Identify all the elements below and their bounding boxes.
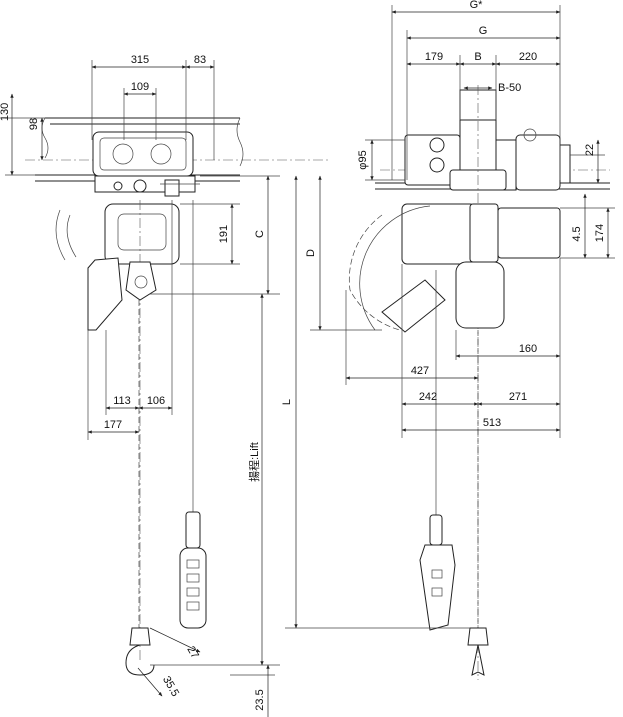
dim-177: 177 — [104, 419, 122, 431]
dim-d: D — [305, 249, 317, 257]
dim-174: 174 — [594, 224, 606, 242]
dim-220: 220 — [519, 51, 537, 63]
dim-109: 109 — [131, 81, 149, 93]
side-dimensions: G* G 179 B 220 B-50 φ95 22 4.5 — [281, 0, 615, 629]
dim-35-5: 35.5 — [160, 674, 181, 699]
side-hoist-body — [349, 203, 561, 333]
dim-c: C — [254, 230, 266, 238]
dim-lift: 揚程:Lift — [248, 442, 261, 482]
dim-427: 427 — [411, 365, 429, 377]
dim-160: 160 — [519, 343, 537, 355]
front-hook-block — [125, 261, 157, 301]
dim-130: 130 — [0, 103, 11, 121]
dim-phi95: φ95 — [357, 150, 369, 169]
dim-b: B — [474, 51, 481, 63]
dim-83: 83 — [194, 54, 206, 66]
dim-23-5: 23.5 — [254, 689, 266, 710]
dim-g-star: G* — [470, 0, 484, 11]
side-trolley — [404, 85, 571, 680]
dim-271: 271 — [509, 391, 527, 403]
front-trolley — [92, 131, 200, 197]
front-bottom-hook — [125, 627, 155, 676]
dim-27: 27 — [184, 644, 201, 661]
front-pendant-switch — [179, 511, 207, 629]
dim-22: 22 — [584, 144, 596, 156]
dim-98: 98 — [28, 118, 40, 130]
side-bottom-hook — [467, 627, 489, 676]
front-view: 315 83 109 130 98 191 C 113 — [0, 54, 330, 717]
side-pendant-switch — [419, 514, 456, 631]
dim-106: 106 — [147, 395, 165, 407]
dim-g: G — [479, 25, 488, 37]
dim-l: L — [281, 399, 293, 405]
dim-242: 242 — [419, 391, 437, 403]
dim-513: 513 — [483, 417, 501, 429]
dim-4-5: 4.5 — [571, 226, 583, 241]
dim-315: 315 — [131, 54, 149, 66]
dim-191: 191 — [218, 225, 230, 243]
dim-b-minus-50: B-50 — [498, 82, 521, 94]
dim-113: 113 — [113, 395, 131, 407]
side-view: G* G 179 B 220 B-50 φ95 22 4.5 — [281, 0, 615, 680]
dim-179: 179 — [425, 51, 443, 63]
